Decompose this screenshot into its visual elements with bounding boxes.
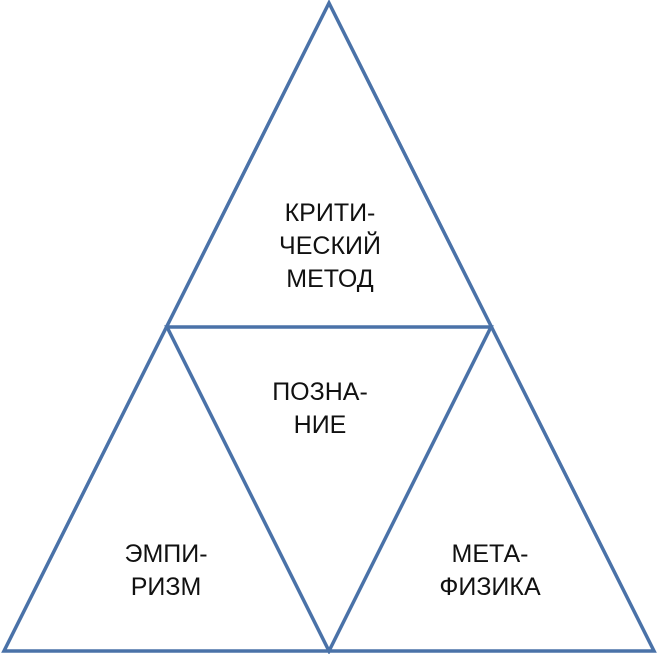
label-metaphysics-line-2: ФИЗИКА (439, 573, 541, 601)
label-cognition-line-2: НИЕ (293, 411, 347, 439)
label-cognition-line-1: ПОЗНА- (272, 378, 368, 406)
label-critical-method-line-1: КРИТИ- (284, 199, 376, 227)
label-critical-method: КРИТИ- ЧЕСКИЙ МЕТОД (279, 197, 381, 296)
label-empiricism-line-2: РИЗМ (130, 573, 202, 601)
inner-triangle (164, 325, 494, 654)
label-critical-method-line-3: МЕТОД (286, 265, 374, 293)
label-critical-method-line-2: ЧЕСКИЙ (279, 232, 381, 260)
label-cognition: ПОЗНА- НИЕ (272, 376, 368, 442)
label-empiricism-line-1: ЭМПИ- (124, 540, 208, 568)
label-empiricism: ЭМПИ- РИЗМ (124, 538, 207, 604)
label-metaphysics-line-1: МЕТА- (451, 540, 529, 568)
label-metaphysics: МЕТА- ФИЗИКА (439, 538, 540, 604)
